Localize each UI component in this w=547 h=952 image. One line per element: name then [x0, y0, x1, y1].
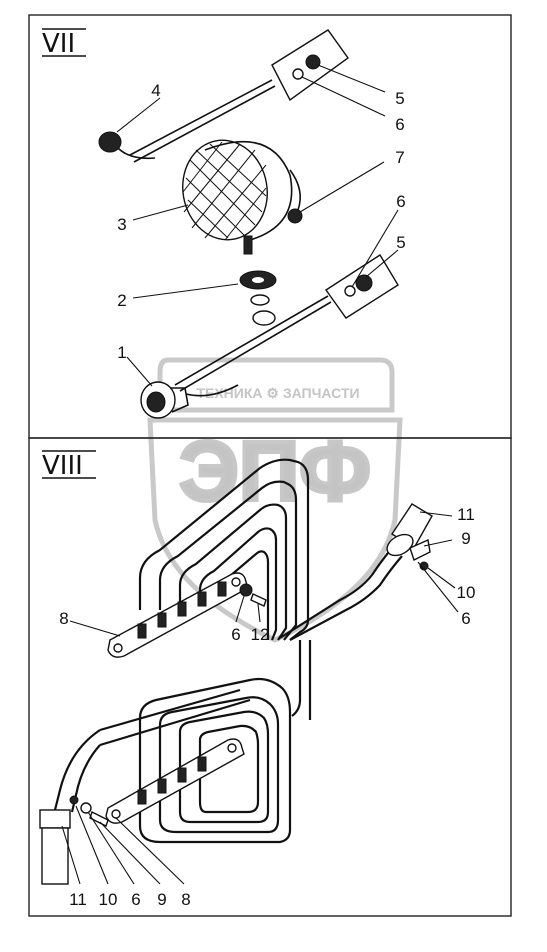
- screw-10-lower: [69, 795, 79, 805]
- callout-7: 7: [395, 148, 404, 167]
- mount-nut: [252, 310, 276, 326]
- watermark-line: ТЕХНИКА ⚙ ЗАПЧАСТИ: [196, 385, 359, 401]
- callout-12: 12: [251, 625, 270, 644]
- washer-6-lower: [80, 802, 92, 814]
- callout-10-lower: 10: [99, 890, 118, 909]
- headlamp: [182, 139, 301, 255]
- washer-6-upper: [239, 583, 253, 597]
- clip-9-upper: [409, 538, 431, 561]
- callout-6-lower: 6: [131, 890, 140, 909]
- callout-8-upper: 8: [59, 609, 68, 628]
- callout-9-lower: 9: [157, 890, 166, 909]
- panel-viii-label: VIII: [42, 451, 83, 481]
- callout-3: 3: [117, 215, 126, 234]
- callout-6-upper: 6: [395, 115, 404, 134]
- callout-9-upper: 9: [461, 529, 470, 548]
- callout-6-right: 6: [461, 609, 470, 628]
- callout-11-lower: 11: [69, 890, 87, 909]
- panel-viii-frame: [28, 437, 512, 917]
- callout-1: 1: [117, 343, 126, 362]
- plug-connector-upper: [98, 131, 122, 153]
- callout-5-upper: 5: [395, 89, 404, 108]
- panel-vii-callouts: 4 5 6 7 3 6 5 2 1: [116, 64, 406, 387]
- harness-sleeve-lower: [53, 729, 101, 811]
- harness-sleeve-upper: [279, 547, 393, 639]
- mount-washer: [250, 294, 270, 306]
- connector-sleeve-11-upper: [386, 503, 433, 557]
- plug-connector-lower: [140, 381, 239, 419]
- panel-vii-frame: [28, 14, 512, 439]
- callout-5-lower: 5: [396, 233, 405, 252]
- bolt-12: [250, 593, 267, 607]
- wire-harness-lower: [138, 640, 312, 844]
- nut-lower: [355, 274, 373, 292]
- callout-6-lower: 6: [396, 192, 405, 211]
- callout-6-mid: 6: [231, 625, 240, 644]
- callout-11-upper: 11: [457, 505, 475, 524]
- connector-sleeve-11-lower: [39, 809, 71, 885]
- washer-upper: [292, 68, 304, 80]
- panel-viii-callouts: 11 9 8 6 12 10 6 11 10 6 9 8: [59, 505, 475, 909]
- nut-upper: [305, 54, 321, 70]
- callout-4: 4: [151, 81, 160, 100]
- callout-8-lower: 8: [181, 890, 190, 909]
- nut-7: [287, 208, 303, 224]
- panel-vii-label: VII: [42, 29, 75, 59]
- panel-vii-parts: [98, 29, 399, 419]
- washer-lower: [344, 285, 356, 297]
- clamp-bar-lower: [105, 738, 245, 824]
- panel-viii-parts: [39, 458, 433, 885]
- callout-2: 2: [117, 291, 126, 310]
- callout-10-upper: 10: [457, 583, 476, 602]
